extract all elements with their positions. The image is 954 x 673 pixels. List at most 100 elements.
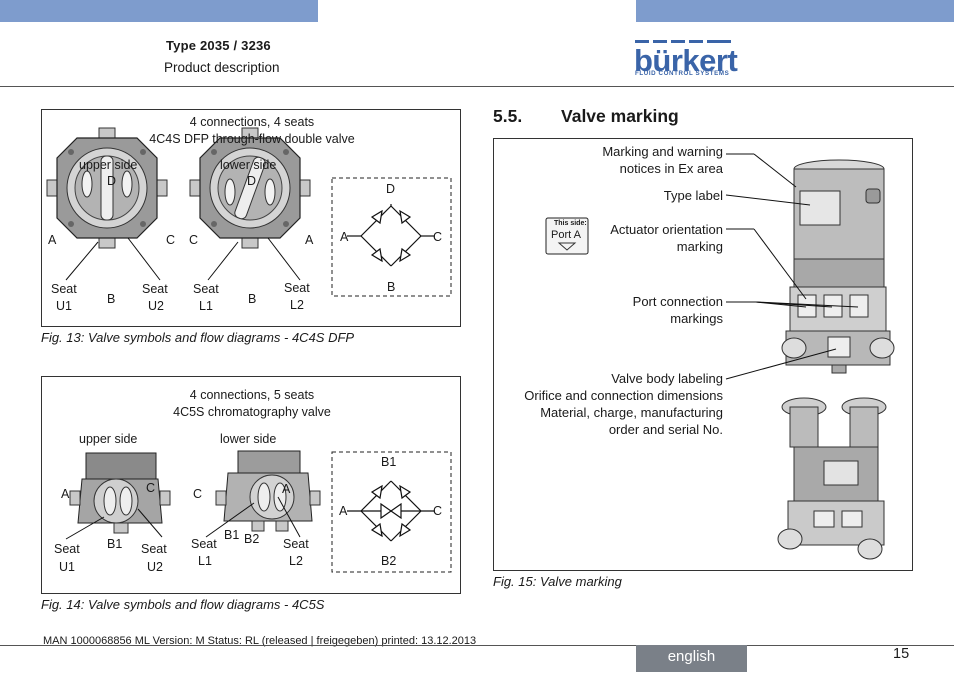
logo-wordmark: bürkert <box>634 43 738 78</box>
fig13-upper-port-top: D <box>107 174 117 188</box>
logo-bar-2 <box>653 40 667 43</box>
top-accent-bar-left <box>0 0 318 22</box>
flow-diagram-frame <box>331 177 452 297</box>
fig13-seat-u1-b: U1 <box>56 299 72 313</box>
valve-body-drawing <box>777 397 887 560</box>
footer-divider <box>0 645 954 646</box>
callout-marking-line2: notices in Ex area <box>619 161 723 176</box>
fig14-seat-u2-b: U2 <box>147 560 163 574</box>
logo-bar-1 <box>635 40 649 43</box>
logo-bar-3 <box>671 40 685 43</box>
figure-14-caption: Fig. 14: Valve symbols and flow diagrams… <box>41 597 325 612</box>
section-title: Valve marking <box>561 106 679 126</box>
fig14-seat-l1-b: L1 <box>198 554 212 568</box>
port-a-badge-frame <box>545 217 589 255</box>
flow-diagram-4c4s <box>347 204 435 267</box>
figure-13-box: 4 connections, 4 seats 4C4S DFP through-… <box>41 109 461 327</box>
fig14-title-2: 4C5S chromatography valve <box>173 405 331 419</box>
figure-14-leader-lines <box>65 496 301 540</box>
figure-13-caption: Fig. 13: Valve symbols and flow diagrams… <box>41 330 355 345</box>
port-badge-top-text: This side: <box>554 220 587 227</box>
valve-body-lower-4c5s <box>215 450 321 532</box>
fig14-diagram-port-left: A <box>339 504 348 518</box>
section-number: 5.5. <box>493 106 523 126</box>
fig13-lower-port-bottom: B <box>248 292 257 306</box>
fig13-title-1: 4 connections, 4 seats <box>189 115 315 129</box>
fig14-diagram-port-top: B1 <box>381 455 397 469</box>
fig14-upper-port-left: A <box>61 487 70 501</box>
fig14-upper-port-right: C <box>146 481 156 495</box>
footer-document-info: MAN 1000068856 ML Version: M Status: RL … <box>43 635 477 647</box>
valve-body-lower-4c4s <box>189 127 311 249</box>
fig14-seat-u1-a: Seat <box>54 542 80 556</box>
fig14-lower-port-right: A <box>282 482 291 496</box>
fig13-lower-port-top: D <box>247 174 257 188</box>
callout-port-line1: Port connection <box>632 294 723 309</box>
callout-actuator-line1: Actuator orientation <box>610 222 723 237</box>
fig14-lower-side-label: lower side <box>220 432 277 446</box>
fig13-diagram-port-right: C <box>433 230 443 244</box>
fig13-seat-l2-b: L2 <box>290 298 304 312</box>
fig14-seat-l1-a: Seat <box>191 537 217 551</box>
callout-marking-line1: Marking and warning <box>602 144 723 159</box>
fig13-upper-port-left: A <box>48 233 57 247</box>
fig14-lower-port-b2: B2 <box>244 532 260 546</box>
header-divider <box>0 86 954 87</box>
port-badge-main-text: Port A <box>551 229 581 241</box>
fig14-diagram-port-bottom: B2 <box>381 554 397 568</box>
fig13-lower-side-label: lower side <box>220 158 277 172</box>
valve-body-upper-4c4s <box>46 127 168 249</box>
figure-14-box: 4 connections, 5 seats 4C5S chromatograp… <box>41 376 461 594</box>
figure-15-leader-lines <box>725 153 859 380</box>
flow-diagram-frame-14 <box>331 451 452 573</box>
fig13-seat-l1-a: Seat <box>193 282 219 296</box>
fig13-seat-u1-a: Seat <box>51 282 77 296</box>
logo-bar-5 <box>707 40 731 43</box>
fig14-seat-l2-b: L2 <box>289 554 303 568</box>
page-number: 15 <box>893 646 910 662</box>
fig13-lower-port-left: C <box>189 233 199 247</box>
flow-diagram-4c5s <box>347 480 435 542</box>
figure-15-illustration <box>545 153 895 560</box>
figure-15-box: Marking and warning notices in Ex area T… <box>493 138 913 571</box>
fig14-lower-port-b1: B1 <box>224 528 240 542</box>
figure-13-illustrations <box>46 127 452 297</box>
callout-type-label: Type label <box>663 188 723 203</box>
figure-13-leader-lines <box>65 237 301 281</box>
fig14-seat-l2-a: Seat <box>283 537 309 551</box>
burkert-logo: bürkert FLUID CONTROL SYSTEMS <box>634 40 738 78</box>
doc-title: Type 2035 / 3236 <box>166 38 271 53</box>
doc-subtitle: Product description <box>164 60 280 75</box>
fig13-upper-port-bottom: B <box>107 292 116 306</box>
fig13-diagram-port-top: D <box>386 182 396 196</box>
fig13-seat-l2-a: Seat <box>284 281 310 295</box>
fig13-seat-l1-b: L1 <box>199 299 213 313</box>
logo-bar-4 <box>689 40 703 43</box>
fig14-title-1: 4 connections, 5 seats <box>189 388 315 402</box>
fig14-diagram-port-right: C <box>433 504 443 518</box>
fig14-seat-u1-b: U1 <box>59 560 75 574</box>
valve-actuator-drawing <box>781 159 895 374</box>
callout-body-line4: order and serial No. <box>608 422 723 437</box>
fig13-seat-u2-a: Seat <box>142 282 168 296</box>
fig13-seat-u2-b: U2 <box>148 299 164 313</box>
fig13-lower-port-right: A <box>305 233 314 247</box>
top-accent-bar-right <box>636 0 954 22</box>
fig14-upper-port-bottom: B1 <box>107 537 123 551</box>
logo-tagline: FLUID CONTROL SYSTEMS <box>635 70 730 77</box>
callout-body-line3: Material, charge, manufacturing <box>540 405 723 420</box>
fig14-lower-port-left: C <box>193 487 203 501</box>
figure-15-caption: Fig. 15: Valve marking <box>493 574 622 589</box>
fig13-diagram-port-left: A <box>340 230 349 244</box>
fig13-upper-side-label: upper side <box>79 158 138 172</box>
fig14-upper-side-label: upper side <box>79 432 138 446</box>
callout-body-line2: Orifice and connection dimensions <box>524 388 723 403</box>
language-label: english <box>636 645 747 672</box>
fig13-title-2: 4C4S DFP through-flow double valve <box>149 132 355 146</box>
callout-body-line1: Valve body labeling <box>611 371 723 386</box>
fig13-diagram-port-bottom: B <box>387 280 396 294</box>
figure-14-illustrations <box>65 450 452 573</box>
callout-port-line2: markings <box>670 311 723 326</box>
callout-actuator-line2: marking <box>676 239 723 254</box>
fig13-upper-port-right: C <box>166 233 176 247</box>
